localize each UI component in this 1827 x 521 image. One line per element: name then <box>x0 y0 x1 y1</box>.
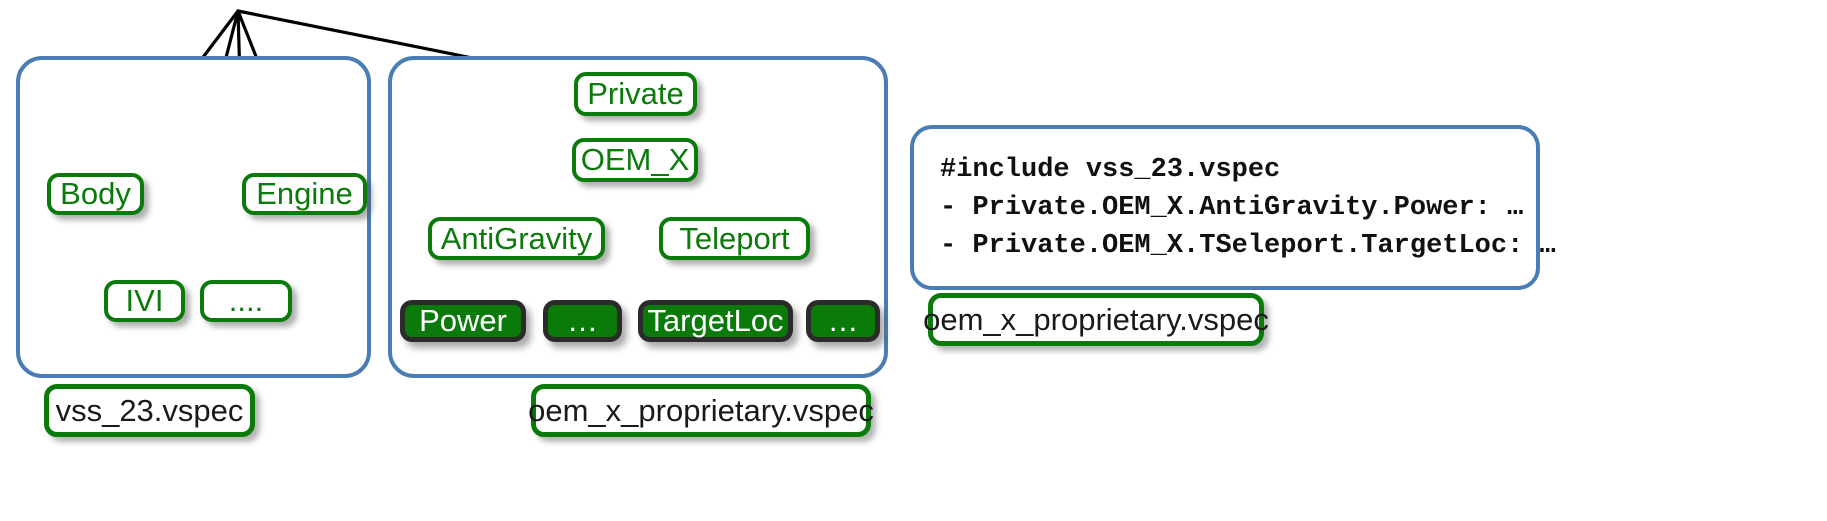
node-antigravity[interactable]: AntiGravity <box>428 217 605 260</box>
file-label-oem-right[interactable]: oem_x_proprietary.vspec <box>923 293 1269 346</box>
package-container-vss <box>16 56 371 378</box>
node-label: IVI <box>125 283 164 318</box>
node-label: Engine <box>256 176 353 211</box>
code-line-teleport-targetloc: - Private.OEM_X.TSeleport.TargetLoc: … <box>940 231 1556 261</box>
node-engine[interactable]: Engine <box>242 173 367 215</box>
node-label: OEM_X <box>580 142 690 177</box>
file-label-text: vss_23.vspec <box>55 392 244 428</box>
code-line-include: #include vss_23.vspec <box>940 155 1281 185</box>
node-label: Teleport <box>679 220 790 256</box>
node-body[interactable]: Body <box>47 173 144 215</box>
file-label-vss[interactable]: vss_23.vspec <box>44 384 255 437</box>
node-vss-ellipsis[interactable]: .... <box>200 280 292 322</box>
node-label: Body <box>60 176 131 211</box>
node-label: Power <box>419 303 507 338</box>
node-label: … <box>827 303 859 338</box>
node-label: Private <box>587 76 684 111</box>
node-power[interactable]: Power <box>400 300 526 342</box>
node-teleport[interactable]: Teleport <box>659 217 810 260</box>
node-label: … <box>567 303 598 338</box>
code-panel: #include vss_23.vspec - Private.OEM_X.An… <box>910 125 1556 303</box>
code-line-antigravity-power: - Private.OEM_X.AntiGravity.Power: … <box>940 193 1524 223</box>
node-label: .... <box>228 283 264 318</box>
file-label-text: oem_x_proprietary.vspec <box>923 301 1269 337</box>
node-targetloc[interactable]: TargetLoc <box>638 300 793 342</box>
node-antigravity-ellipsis[interactable]: … <box>543 300 622 342</box>
node-oem-x[interactable]: OEM_X <box>572 138 698 182</box>
file-label-text: oem_x_proprietary.vspec <box>528 392 874 428</box>
node-ivi[interactable]: IVI <box>104 280 185 322</box>
node-private[interactable]: Private <box>574 72 697 116</box>
node-label: TargetLoc <box>647 303 784 338</box>
file-label-oem-middle[interactable]: oem_x_proprietary.vspec <box>528 384 874 437</box>
node-teleport-ellipsis[interactable]: … <box>806 300 880 342</box>
node-label: AntiGravity <box>440 220 593 256</box>
